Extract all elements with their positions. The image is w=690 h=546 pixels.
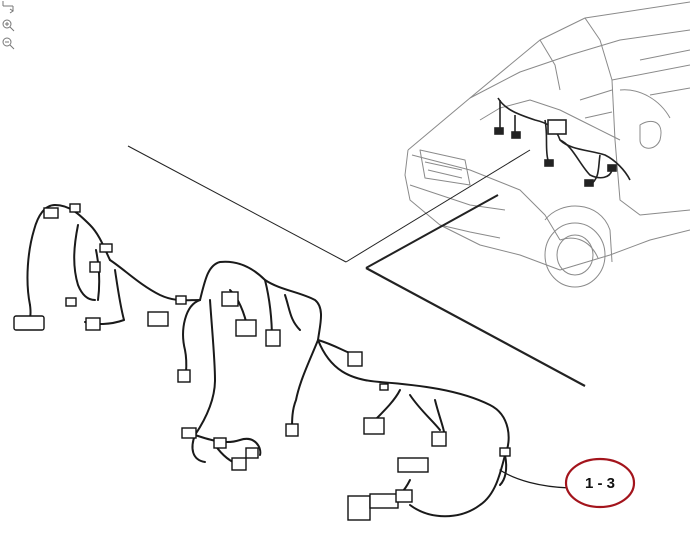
zoom-toolbar — [0, 0, 16, 54]
fit-to-page-icon[interactable] — [1, 0, 15, 14]
harness-in-vehicle — [494, 97, 631, 187]
callout[interactable]: 1 - 3 — [564, 457, 636, 509]
leader-lines — [127, 145, 586, 387]
harness-connectors — [13, 203, 511, 521]
callout-ring — [564, 457, 636, 509]
zoom-in-icon[interactable] — [1, 18, 15, 32]
vehicle-illustration — [404, 1, 690, 288]
callout-label: 1 - 3 — [585, 475, 615, 492]
zoom-out-icon[interactable] — [1, 36, 15, 50]
